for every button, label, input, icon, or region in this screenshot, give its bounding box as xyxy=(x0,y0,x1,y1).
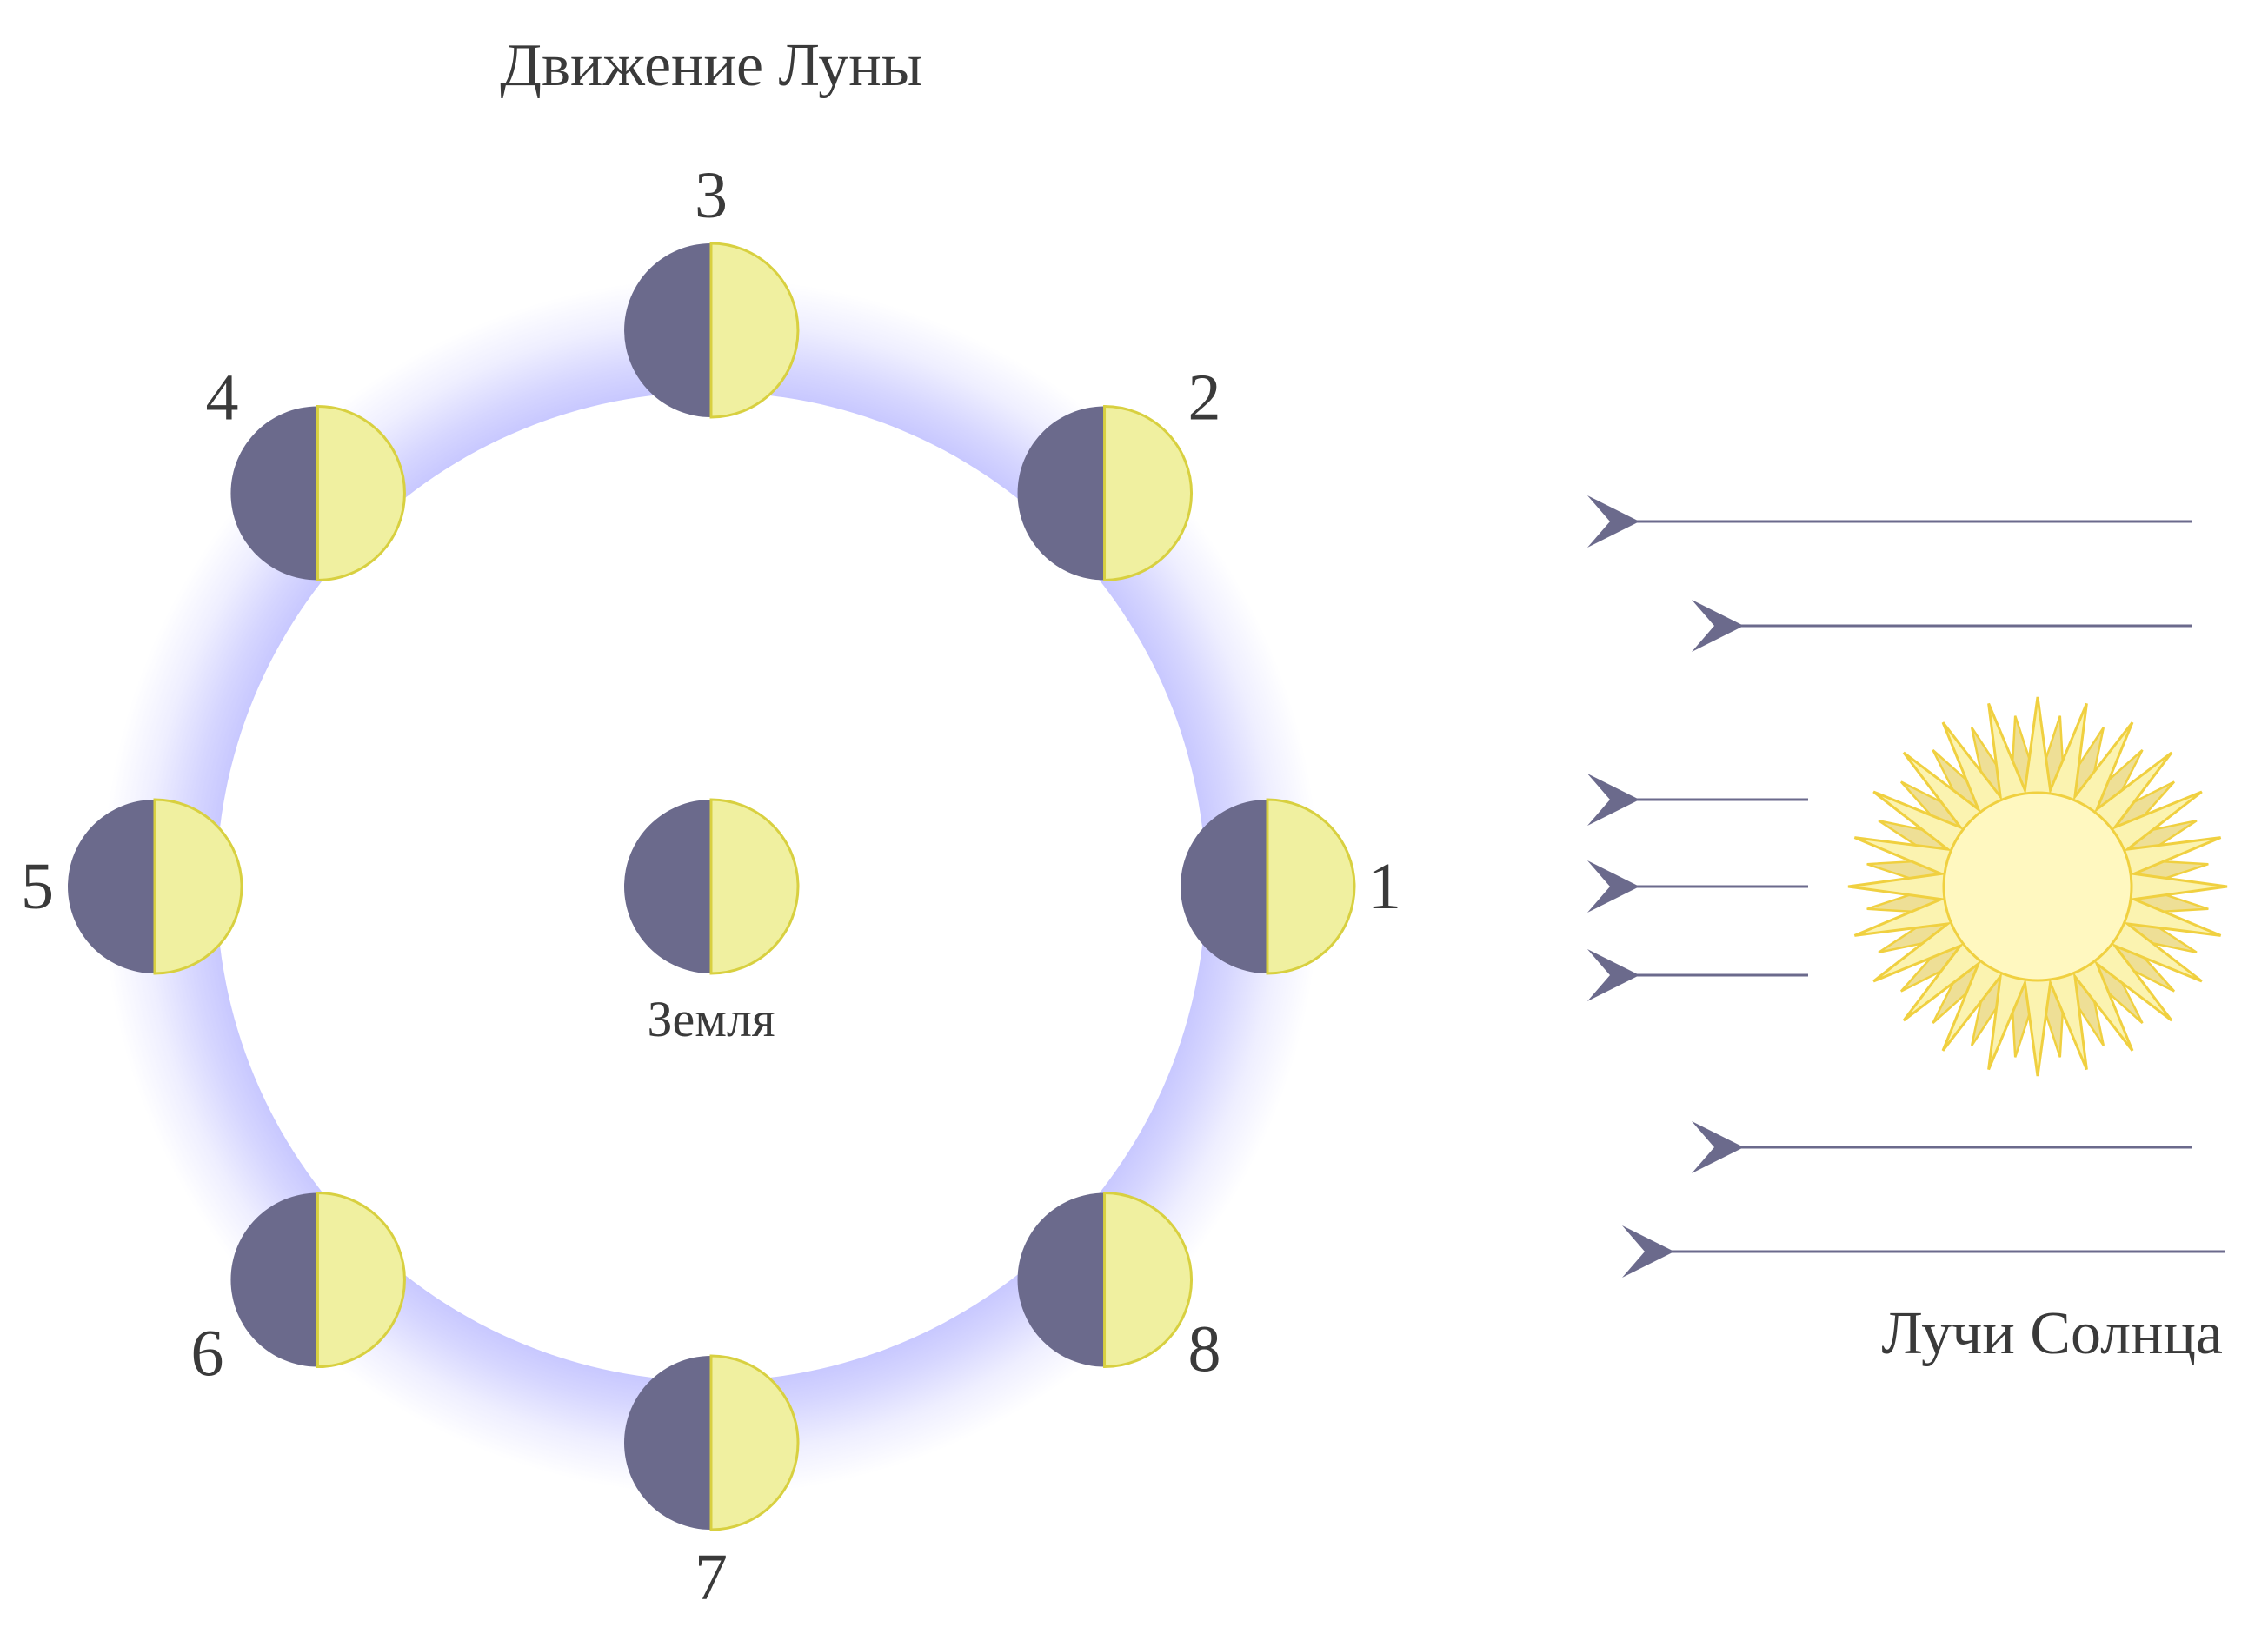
moon-3-dark-half xyxy=(624,243,711,417)
moon-position-label-5: 5 xyxy=(21,850,54,923)
moon-6-dark-half xyxy=(230,1192,318,1367)
moon-7-lit-half xyxy=(709,1354,800,1531)
sun-body xyxy=(1942,791,2133,982)
moon-position-label-1: 1 xyxy=(1368,850,1401,923)
moon-5 xyxy=(68,798,243,975)
moon-position-label-6: 6 xyxy=(190,1318,223,1391)
moon-3-lit-half xyxy=(709,242,800,419)
moon-1-lit-half xyxy=(1266,798,1356,975)
moon-5-lit-half xyxy=(153,798,243,975)
earth-label: Земля xyxy=(647,991,775,1047)
earth-sphere-dark-half xyxy=(624,800,711,973)
moon-5-dark-half xyxy=(68,800,155,973)
moon-2 xyxy=(1017,404,1194,581)
moon-7 xyxy=(624,1354,800,1531)
moon-position-label-2: 2 xyxy=(1188,361,1221,434)
moon-position-label-4: 4 xyxy=(205,361,238,434)
diagram-title: Движение Луны xyxy=(500,32,922,99)
moon-4-dark-half xyxy=(230,406,318,581)
moon-position-label-8: 8 xyxy=(1188,1313,1221,1386)
moon-6-lit-half xyxy=(316,1192,406,1369)
moon-8-dark-half xyxy=(1017,1192,1105,1367)
sun-icon xyxy=(1847,696,2228,1077)
moon-position-label-3: 3 xyxy=(695,159,728,232)
earth xyxy=(624,798,800,975)
moon-4 xyxy=(230,404,406,581)
moon-1-dark-half xyxy=(1181,800,1267,973)
moon-7-dark-half xyxy=(624,1356,711,1530)
earth-sphere-lit-half xyxy=(709,798,800,975)
sun-rays-label: Лучи Солнца xyxy=(1881,1300,2223,1367)
moon-1 xyxy=(1181,798,1356,975)
moon-3 xyxy=(624,242,800,419)
moon-8 xyxy=(1017,1192,1194,1369)
earth-sphere xyxy=(624,798,800,975)
moon-4-lit-half xyxy=(316,404,406,581)
sun-rays-arrows xyxy=(1587,495,2225,1278)
moon-2-lit-half xyxy=(1103,404,1194,581)
moon-8-lit-half xyxy=(1103,1192,1194,1369)
moon-position-label-7: 7 xyxy=(695,1541,728,1614)
moon-2-dark-half xyxy=(1017,406,1105,581)
moon-6 xyxy=(230,1192,406,1369)
moons-group: 1 2 3 4 5 6 7 8 xyxy=(21,159,1401,1614)
